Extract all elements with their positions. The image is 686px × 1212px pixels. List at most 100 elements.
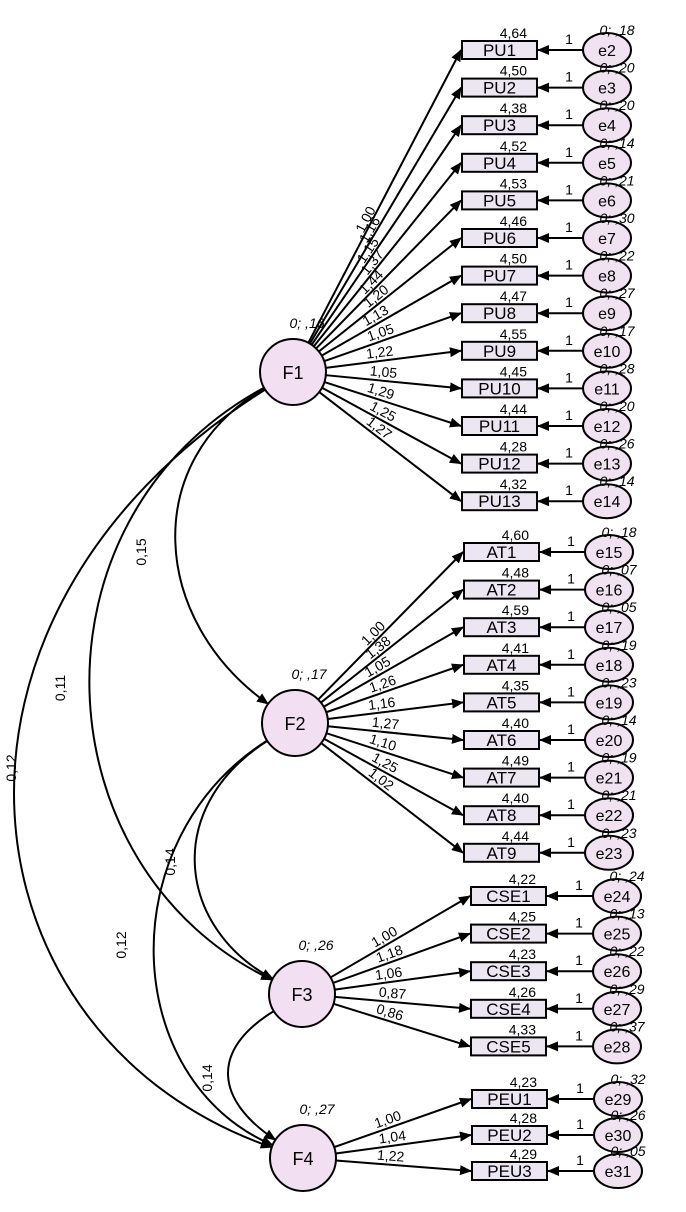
intercept-label: 4,52 [500,138,527,154]
error-term-label: e22 [596,808,623,825]
observed-variable-box [471,1089,548,1109]
loading-label: 1,04 [378,1127,407,1147]
error-term-label: e30 [605,1128,632,1145]
intercept-label: 4,28 [500,439,527,455]
observed-variable-box [463,767,540,788]
intercept-label: 4,33 [509,1021,536,1037]
nodes-layer [259,32,643,1192]
observed-variable-box [470,1036,547,1057]
observed-variable-box [463,805,540,826]
error-term-ellipse [582,32,632,68]
error-term-ellipse [584,797,634,834]
intercept-label: 4,60 [502,527,529,543]
covariance-label: 0,15 [133,538,149,565]
error-variance-label: 0; ,17 [599,323,635,339]
error-term-ellipse [582,107,632,144]
error-term-ellipse [584,646,634,683]
error-variance-label: 0; ,37 [609,1018,645,1034]
loading-path [307,49,462,344]
loading-path [334,995,471,1013]
intercept-label: 4,64 [500,25,527,41]
error-term-label: e16 [596,583,623,600]
observed-variable-box [461,77,538,98]
error-path-weight: 1 [565,294,573,310]
observed-variable-box [470,961,547,982]
loading-path [325,374,462,393]
error-variance-label: 0; ,28 [599,360,634,376]
loading-path [325,347,462,369]
error-path-weight: 1 [575,877,583,893]
error-variance-label: 0; ,32 [610,1071,645,1087]
intercept-label: 4,49 [502,753,529,769]
error-path-weight: 1 [567,608,575,624]
error-term-label: e4 [598,118,616,135]
intercept-label: 4,40 [502,790,529,806]
error-term-label: e11 [594,381,620,398]
loading-path [323,626,464,708]
error-term-label: e3 [598,81,616,98]
observed-variable-label: PU4 [483,154,516,173]
covariance-layer [13,378,286,1149]
intercept-label: 4,26 [509,984,536,1000]
error-variance-label: 0; ,21 [601,787,636,803]
observed-variable-box [470,998,547,1019]
error-variance-label: 0; ,19 [601,750,636,766]
observed-variable-label: PU8 [483,304,516,323]
latent-factor-label: F2 [284,714,305,734]
error-term-label: e28 [604,1039,631,1056]
error-variance-label: 0; ,29 [609,981,644,997]
error-term-label: e19 [596,695,623,712]
error-path-weight: 1 [575,915,583,931]
error-variance-label: 0; ,20 [599,97,634,113]
covariance-arc-F2-F3 [193,730,280,980]
error-path-weight: 1 [565,144,573,160]
observed-variable-label: PU7 [483,267,516,286]
loading-path [335,1159,472,1176]
observed-variable-label: PEU1 [487,1090,531,1109]
error-term-ellipse [582,69,632,106]
error-variance-label: 0; ,20 [599,398,634,414]
labels-layer: 0,150,110,120,140,120,141,00PU14,64e210;… [3,22,646,1181]
error-variance-label: 0; ,14 [601,712,636,728]
error-variance-label: 0; ,23 [601,825,636,841]
latent-factor-label: F1 [282,363,303,383]
error-term-label: e7 [598,231,616,248]
loading-path [320,588,464,704]
latent-factor-circle [261,689,329,757]
intercept-label: 4,29 [510,1146,537,1162]
observed-variable-label: PU1 [483,41,516,60]
error-variance-label: 0; ,26 [610,1107,645,1123]
observed-variable-box [463,617,540,638]
error-term-ellipse [582,332,632,369]
error-term-ellipse [582,182,632,219]
loading-path [312,162,462,347]
error-path-weight: 1 [565,31,573,47]
intercept-label: 4,53 [500,175,527,191]
observed-variable-label: PU6 [483,229,516,248]
loading-path [327,725,464,744]
intercept-label: 4,28 [510,1110,537,1126]
loading-path [318,391,462,502]
error-term-label: e21 [596,771,623,788]
observed-variable-label: PU2 [483,79,516,98]
error-path-weight: 1 [565,407,573,423]
loading-path [315,199,462,350]
intercept-label: 4,23 [509,946,536,962]
observed-variable-label: AT4 [487,656,517,675]
loading-path [325,663,464,714]
error-term-ellipse [593,1081,643,1117]
factor-variance-label: 0; ,17 [291,666,327,682]
observed-variable-label: CSE1 [486,887,530,906]
intercept-label: 4,50 [500,251,527,267]
observed-variable-box [470,923,547,944]
observed-variable-box [461,228,538,248]
error-variance-label: 0; ,18 [601,524,636,540]
observed-variable-box [461,340,538,361]
observed-variable-box [461,378,538,399]
factor-variance-label: 0; ,16 [289,315,324,331]
covariance-arc-F2-F4 [152,730,280,1146]
error-path-weight: 1 [565,332,573,348]
loading-path [333,1097,472,1149]
error-variance-label: 0; ,30 [599,210,634,226]
observed-variable-box [463,542,540,562]
